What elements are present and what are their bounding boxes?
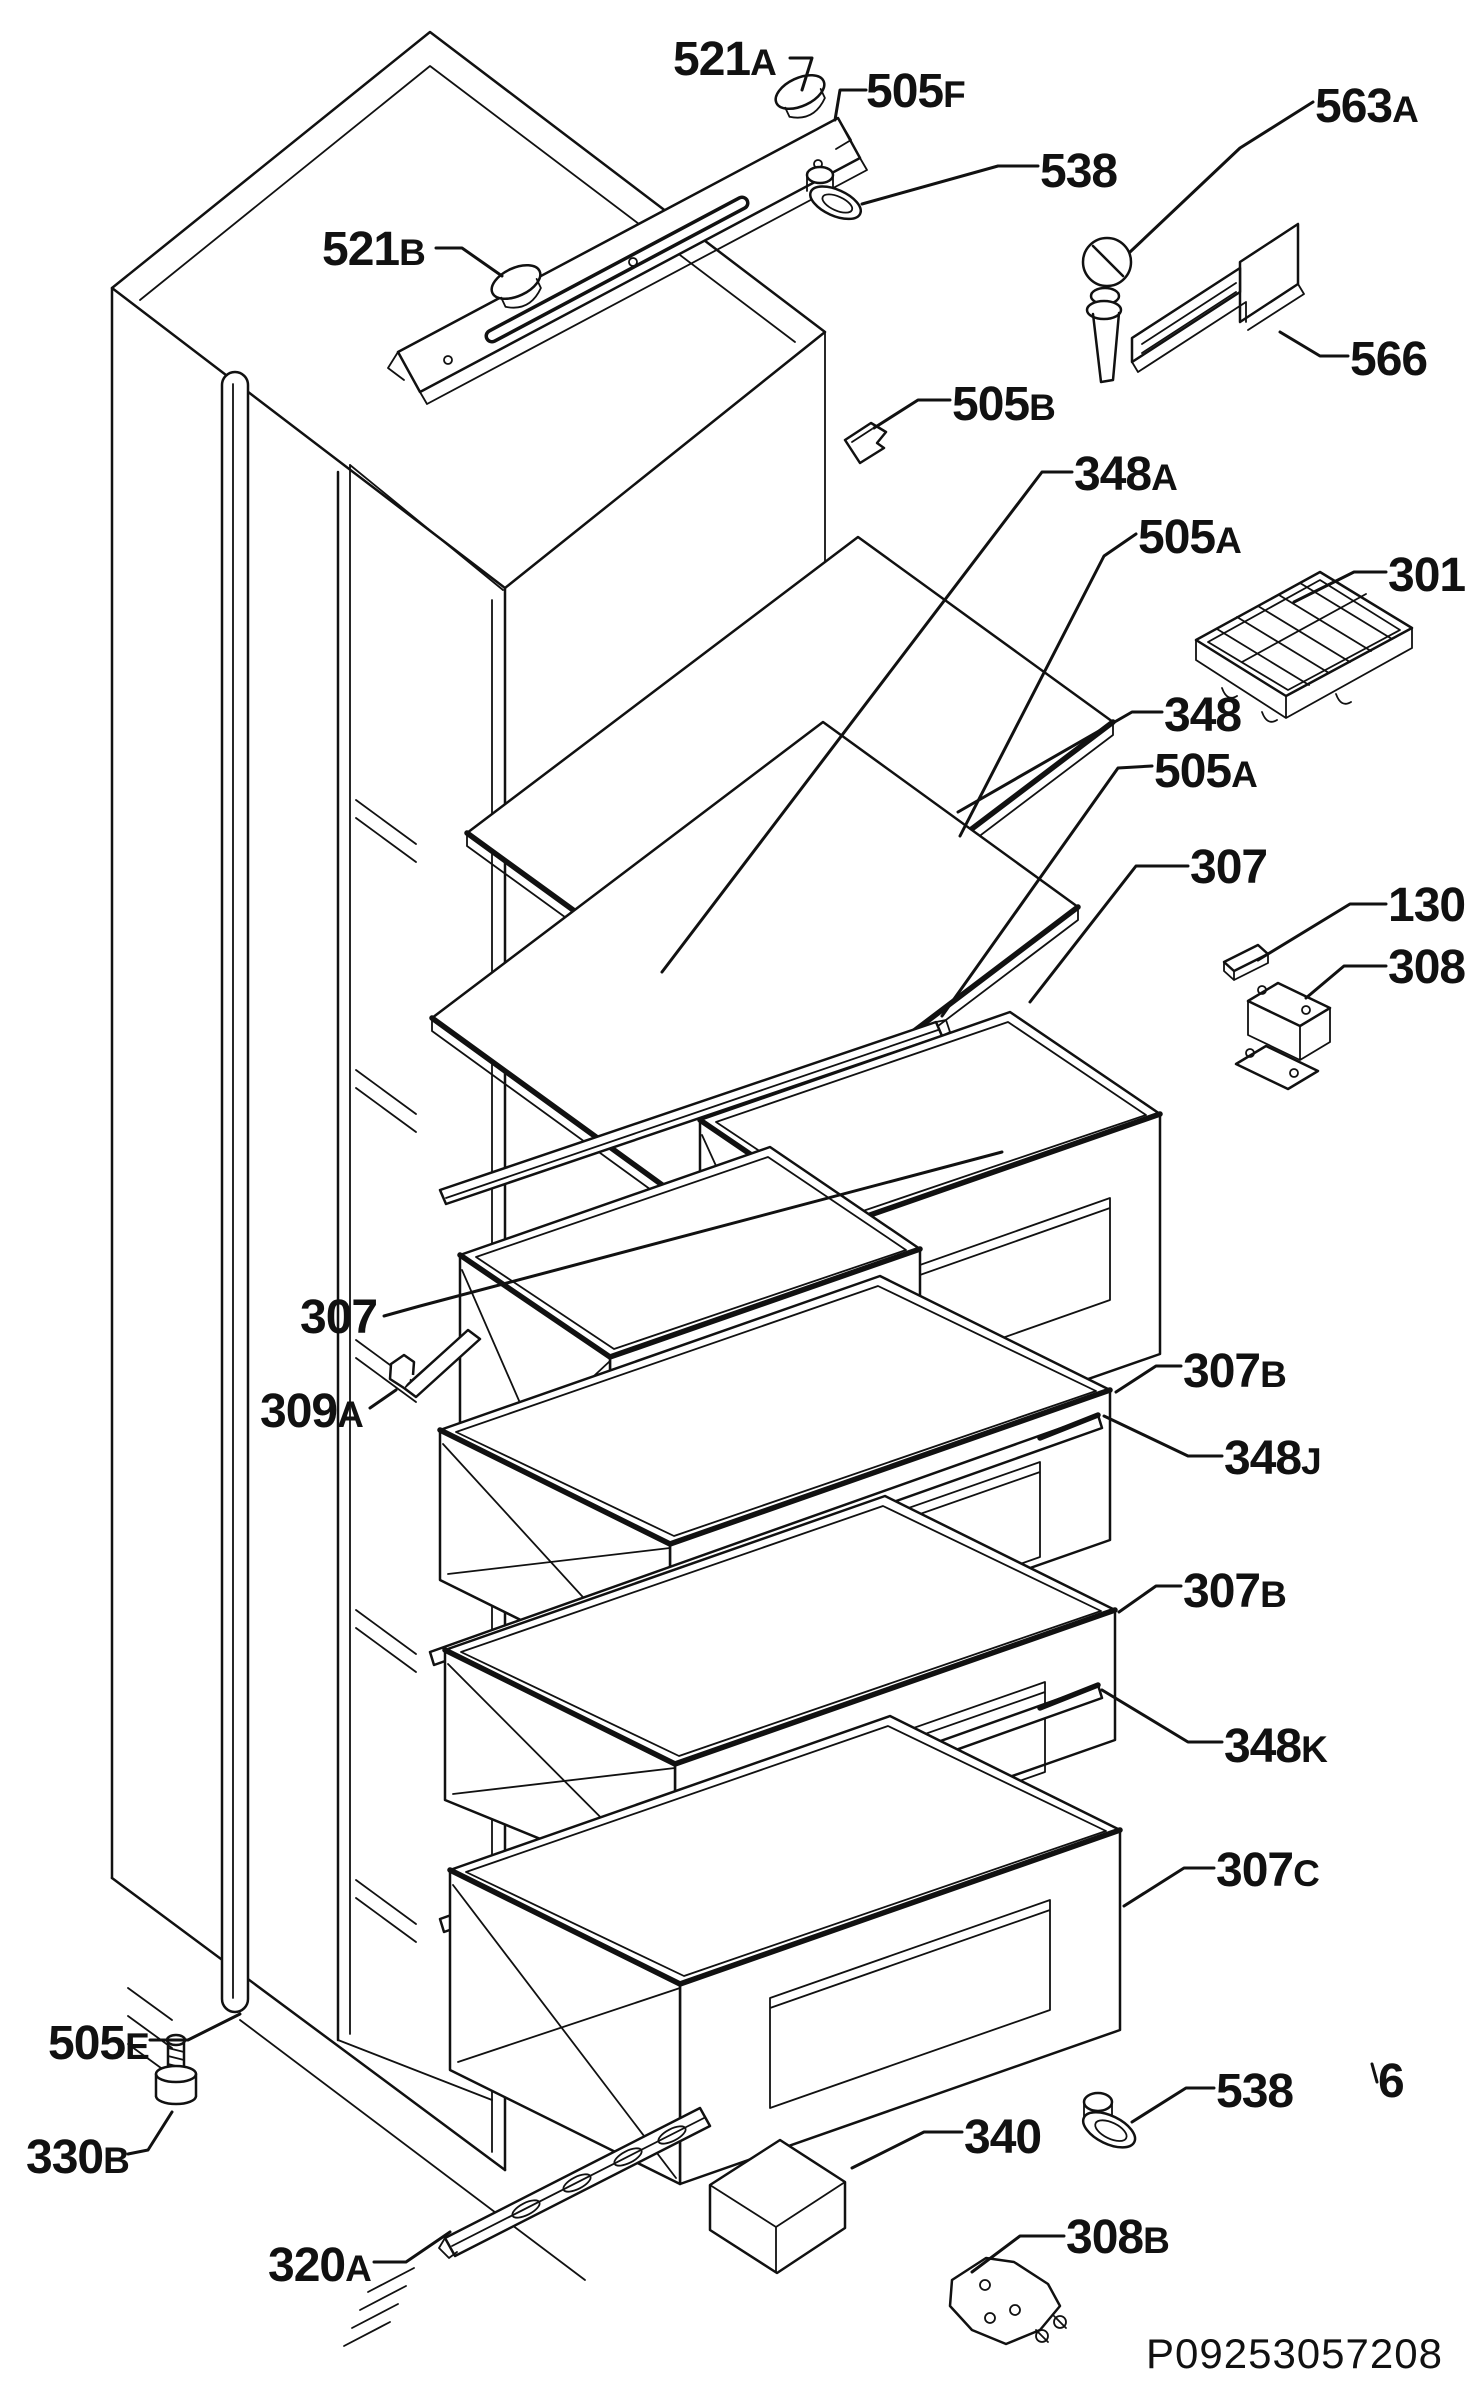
top-bracket-505F <box>387 116 868 405</box>
part-label-307B-upper: 307B <box>1183 1345 1287 1398</box>
drawer-307C <box>447 1714 1123 2186</box>
bracket-538-top <box>805 165 862 221</box>
part-label-308: 308 <box>1388 941 1466 994</box>
part-label-348K: 348K <box>1224 1720 1328 1773</box>
part-label-505F: 505F <box>866 65 966 118</box>
part-label-309A: 309A <box>260 1385 364 1438</box>
part-label-330B: 330B <box>26 2131 130 2184</box>
part-label-521A: 521A <box>673 33 777 86</box>
cropped-edge-label: 6 <box>1378 2055 1405 2108</box>
part-label-307C: 307C <box>1216 1844 1320 1897</box>
part-label-307-left: 307 <box>300 1291 378 1344</box>
box-340 <box>708 2138 847 2275</box>
clip-505B <box>843 421 888 465</box>
screw-563A <box>1081 236 1133 384</box>
part-label-308B: 308B <box>1066 2211 1170 2264</box>
foot-330B <box>154 2033 198 2106</box>
part-label-348J: 348J <box>1224 1432 1322 1485</box>
edge-crop-artifact <box>1370 2062 1379 2084</box>
part-label-348A: 348A <box>1074 448 1178 501</box>
part-label-521B: 521B <box>322 223 426 276</box>
part-label-307-right: 307 <box>1190 841 1268 894</box>
part-label-307B-lower: 307B <box>1183 1565 1287 1618</box>
part-label-320A: 320A <box>268 2239 372 2292</box>
bracket-308B <box>948 2256 1067 2346</box>
bracket-566 <box>1130 222 1305 373</box>
part-label-505E: 505E <box>48 2017 150 2070</box>
leader-lines <box>126 56 1388 2274</box>
clip-521A <box>774 73 826 119</box>
part-label-348: 348 <box>1164 689 1242 742</box>
bracket-308 <box>1234 981 1332 1091</box>
bracket-538-bottom <box>1081 2091 1137 2149</box>
spacer-130 <box>1222 943 1270 981</box>
part-label-566: 566 <box>1350 333 1428 386</box>
part-label-563A: 563A <box>1315 80 1419 133</box>
part-label-538-bottom: 538 <box>1216 2065 1294 2118</box>
rail-320A <box>343 2106 712 2347</box>
part-label-505A-upper: 505A <box>1138 511 1242 564</box>
clip-521B <box>490 263 542 309</box>
rail-clip-309A <box>388 1328 482 1399</box>
part-label-505B: 505B <box>952 378 1056 431</box>
door-seal <box>220 370 250 2014</box>
part-label-538-top: 538 <box>1040 145 1118 198</box>
part-label-340: 340 <box>964 2111 1042 2164</box>
part-label-505A-lower: 505A <box>1154 745 1258 798</box>
document-part-code: P09253057208 <box>1146 2330 1443 2377</box>
part-label-130: 130 <box>1388 879 1466 932</box>
ice-tray-301 <box>1194 570 1414 723</box>
part-label-301: 301 <box>1388 549 1466 602</box>
